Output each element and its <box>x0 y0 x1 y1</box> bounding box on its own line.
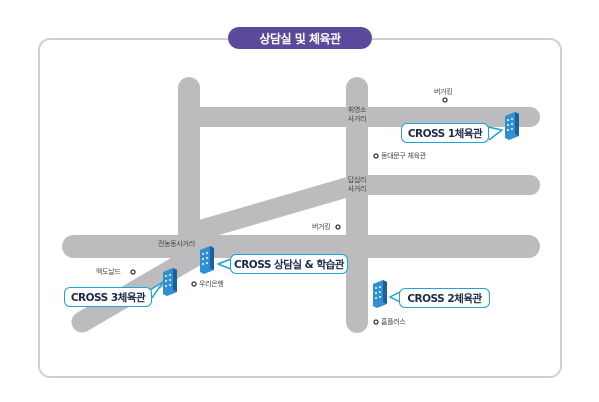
road-diagonal-upper <box>180 173 372 243</box>
callout-pointer-gym2 <box>389 291 401 303</box>
landmark-uri-bank: 우리은행 <box>199 280 224 288</box>
road-left-vertical <box>178 77 200 265</box>
callout-pointer-counseling <box>217 258 232 270</box>
callout-cross-gym3: CROSS 3체육관 <box>64 287 152 307</box>
intersection-hwiyeongso-line1: 휘영소 <box>347 106 367 114</box>
landmark-dongdaemun-gym: 동대문구 체육관 <box>381 152 426 160</box>
intersection-hwiyeongso: 휘영소 사거리 <box>335 106 379 124</box>
building-icon <box>163 268 177 296</box>
landmark-burger-king-top: 버거킹 <box>434 88 453 96</box>
intersection-dapsimni-line2: 사거리 <box>347 185 367 193</box>
intersection-hwiyeongso-line2: 사거리 <box>347 115 367 123</box>
callout-pointer-gym1 <box>487 126 503 141</box>
callout-cross-counseling: CROSS 상담실 & 학습관 <box>230 254 348 274</box>
building-icon <box>200 246 214 274</box>
building-icon <box>505 112 519 140</box>
road-center-vertical <box>346 77 368 333</box>
landmark-mcdonalds: 맥도날드 <box>96 268 121 276</box>
marker-dot-icon <box>442 97 448 103</box>
landmark-homeplus: 홈플러스 <box>381 318 406 326</box>
marker-dot-icon <box>373 153 379 159</box>
intersection-dapsimni-line1: 답십리 <box>347 176 367 184</box>
building-icon <box>373 280 387 308</box>
callout-cross-gym2: CROSS 2체육관 <box>399 288 490 308</box>
marker-dot-icon <box>130 269 136 275</box>
intersection-jeonnongdong: 전농동사거리 <box>158 240 195 248</box>
marker-dot-icon <box>335 224 341 230</box>
marker-dot-icon <box>373 319 379 325</box>
road-mid-horizontal <box>357 175 540 195</box>
intersection-dapsimni: 답십리 사거리 <box>335 176 379 194</box>
marker-dot-icon <box>191 281 197 287</box>
callout-cross-gym1: CROSS 1체육관 <box>401 123 489 143</box>
landmark-burger-king-mid: 버거킹 <box>312 223 331 231</box>
map-title: 상담실 및 체육관 <box>228 27 372 49</box>
